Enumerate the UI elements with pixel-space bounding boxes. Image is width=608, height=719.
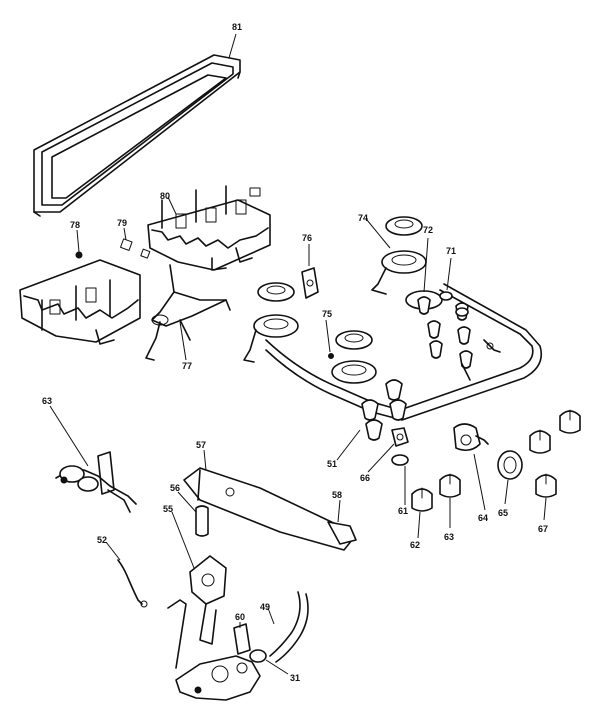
callout-67: 67 <box>538 524 548 534</box>
callout-79: 79 <box>117 218 127 228</box>
callout-72: 72 <box>423 225 433 235</box>
part-58-bracket <box>327 499 357 545</box>
burner-cap-right-rear <box>385 216 423 236</box>
callout-81: 81 <box>232 22 242 32</box>
part-74-burner-right <box>366 219 427 295</box>
part-72-valve-set <box>417 237 473 369</box>
part-49-hose <box>267 591 309 663</box>
burner-center-front <box>331 360 377 384</box>
callout-74: 74 <box>358 213 368 223</box>
callout-58: 58 <box>332 490 342 500</box>
callout-49: 49 <box>260 602 270 612</box>
callout-75: 75 <box>322 309 332 319</box>
callout-77: 77 <box>182 361 192 371</box>
part-51-valve <box>336 379 407 461</box>
part-62-knob <box>411 487 433 539</box>
callout-61: 61 <box>398 506 408 516</box>
knob-rear-right-2 <box>559 409 581 434</box>
part-31-valve-body <box>167 599 289 701</box>
callout-56: 56 <box>170 483 180 493</box>
part-53-igniter <box>49 405 137 513</box>
callout-62: 62 <box>410 540 420 550</box>
part-55-regulator <box>171 511 227 645</box>
callout-63-lower: 63 <box>444 532 454 542</box>
part-76-bracket <box>301 244 319 299</box>
part-77-support <box>145 264 231 361</box>
part-71-valve <box>439 257 501 381</box>
callout-52: 52 <box>97 535 107 545</box>
part-75-burner-left <box>243 314 299 363</box>
callout-71: 71 <box>446 246 456 256</box>
callout-31: 31 <box>290 673 300 683</box>
callout-64: 64 <box>478 513 488 523</box>
callout-labels: 81 80 78 79 76 74 72 71 77 75 63 57 58 5… <box>42 22 548 683</box>
part-78-79-burner-bracket <box>19 227 151 345</box>
part-61-orifice <box>391 454 409 505</box>
callout-57: 57 <box>196 440 206 450</box>
callout-63-upper: 63 <box>42 396 52 406</box>
part-66-spud <box>367 427 409 473</box>
part-65-bezel <box>497 450 523 505</box>
burner-cap-left-rear <box>257 282 295 302</box>
part-80-burner-bracket <box>147 185 271 271</box>
callout-80: 80 <box>160 191 170 201</box>
callout-51: 51 <box>327 459 337 469</box>
knob-rear-right-1 <box>529 429 551 454</box>
part-56-fitting <box>177 491 209 537</box>
callout-76: 76 <box>302 233 312 243</box>
callout-78: 78 <box>70 220 80 230</box>
callout-55: 55 <box>163 504 173 514</box>
part-52-wire <box>105 541 148 608</box>
part-63-knob-front <box>439 473 461 528</box>
manifold-pipe <box>265 283 543 421</box>
part-68-bracket <box>233 622 251 655</box>
callout-65: 65 <box>498 508 508 518</box>
part-81-trim-frame <box>33 33 241 217</box>
part-67-knob <box>535 473 557 521</box>
callout-60: 60 <box>235 612 245 622</box>
burner-cap-center <box>335 330 373 350</box>
part-64-switch <box>453 423 489 511</box>
callout-66: 66 <box>360 473 370 483</box>
